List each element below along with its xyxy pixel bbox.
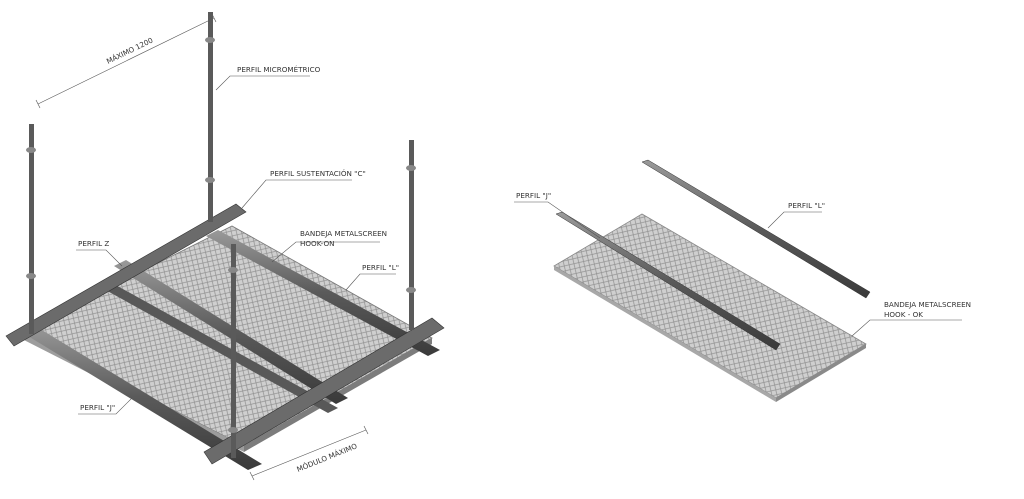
label-perfil-j: PERFIL "J" [80,403,115,412]
right-label-bandeja-line2: HOOK - OK [884,310,923,319]
hanger-rod-2 [29,124,34,334]
hanger-rod-4 [231,244,236,458]
rail-back [206,230,440,356]
hanger-rods [26,12,416,458]
left-assembly: MÁXIMO 1200 [5,12,445,481]
right-label-perfil-l: PERFIL "L" [788,201,825,210]
right-assembly: PERFIL "J" PERFIL "L" BANDEJA METALSCREE… [514,159,971,402]
rail-mid-2 [102,283,338,413]
left-mesh-panel [19,225,433,447]
right-mesh-tray-side-edge [776,344,866,402]
left-c-profiles [5,203,445,465]
label-bandeja-line2: HOOK-ON [300,239,335,248]
right-mesh-tray-front-edge [554,266,776,402]
label-perfil-micrometrico: PERFIL MICROMÉTRICO [237,65,321,74]
c-profile-back [5,203,247,347]
dimension-maximo: MÁXIMO 1200 [35,13,217,109]
label-modulo-maximo: MÓDULO MÁXIMO [295,441,358,474]
label-perfil-sustentacion: PERFIL SUSTENTACIÓN "C" [270,169,366,178]
label-perfil-z: PERFIL Z [78,239,109,248]
left-rails [18,230,440,470]
c-profile-front [203,317,445,465]
label-perfil-l: PERFIL "L" [362,263,399,272]
rail-front [18,324,262,470]
right-profile-j [555,211,781,351]
label-bandeja-line1: BANDEJA METALSCREEN [300,229,387,238]
right-label-perfil-j: PERFIL "J" [516,191,551,200]
hanger-rod-1 [208,12,213,222]
hanger-rod-3 [409,140,414,330]
right-label-bandeja-line1: BANDEJA METALSCREEN [884,300,971,309]
right-profile-l [641,159,871,299]
